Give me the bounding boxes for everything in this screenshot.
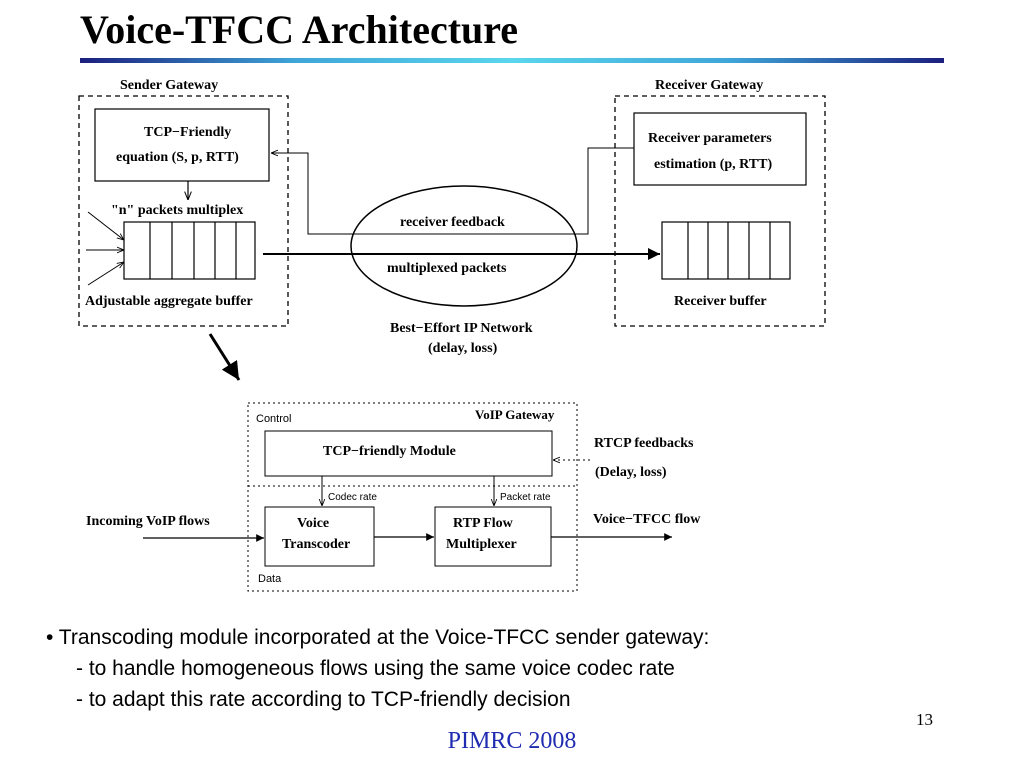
receiver-gateway-label: Receiver Gateway bbox=[655, 78, 763, 93]
bullet-sub-1: - to handle homogeneous flows using the … bbox=[76, 657, 675, 680]
receiver-gateway-box bbox=[614, 95, 826, 327]
footer-label: PIMRC 2008 bbox=[447, 728, 577, 754]
receiver-feedback-label: receiver feedback bbox=[400, 215, 505, 230]
multiplexed-packets-label: multiplexed packets bbox=[387, 261, 507, 276]
ip-network-ellipse bbox=[350, 185, 578, 307]
aggregate-buffer-label: Adjustable aggregate buffer bbox=[85, 294, 253, 309]
output-flow-label: Voice−TFCC flow bbox=[593, 512, 701, 527]
packets-multiplex-label: "n" packets multiplex bbox=[111, 203, 243, 218]
delay-loss-label: (delay, loss) bbox=[428, 341, 498, 356]
receiver-buffer bbox=[661, 221, 791, 280]
tcp-friendly-equation-box bbox=[94, 108, 270, 182]
voice-transcoder-label-1: Voice bbox=[297, 516, 329, 531]
sender-gateway-box bbox=[78, 95, 289, 327]
codec-rate-label: Codec rate bbox=[328, 492, 377, 503]
tcp-friendly-module-box bbox=[264, 430, 553, 477]
receiver-params-box bbox=[633, 112, 807, 186]
receiver-buffer-label: Receiver buffer bbox=[674, 294, 767, 309]
control-label: Control bbox=[256, 413, 291, 425]
incoming-flows-label: Incoming VoIP flows bbox=[86, 514, 210, 529]
title-underline bbox=[80, 58, 944, 63]
input-arrow-1 bbox=[87, 211, 124, 240]
input-arrow-3 bbox=[87, 262, 124, 286]
data-label: Data bbox=[258, 573, 282, 585]
tcp-friendly-label: TCP−Friendly bbox=[144, 125, 231, 140]
rtp-multiplexer-label-1: RTP Flow bbox=[453, 516, 514, 531]
network-label: Best−Effort IP Network bbox=[390, 321, 533, 336]
packet-rate-label: Packet rate bbox=[500, 492, 551, 503]
bullet-list: • Transcoding module incorporated at the… bbox=[46, 622, 709, 715]
equation-label: equation (S, p, RTT) bbox=[116, 150, 239, 165]
voice-transcoder-label-2: Transcoder bbox=[282, 537, 350, 552]
estimation-label: estimation (p, RTT) bbox=[654, 157, 772, 172]
voip-gateway-box bbox=[247, 402, 578, 592]
sender-gateway-label: Sender Gateway bbox=[120, 78, 218, 93]
bullet-main: • Transcoding module incorporated at the… bbox=[46, 626, 710, 649]
zoom-arrow bbox=[208, 333, 241, 381]
aggregate-buffer bbox=[123, 221, 256, 280]
rtcp-feedbacks-label: RTCP feedbacks bbox=[594, 436, 694, 451]
voip-gateway-label: VoIP Gateway bbox=[475, 407, 555, 422]
page-number: 13 bbox=[916, 710, 933, 729]
delay-loss-feedback-label: (Delay, loss) bbox=[595, 465, 667, 480]
receiver-params-label: Receiver parameters bbox=[648, 131, 772, 146]
bullet-sub-2: - to adapt this rate according to TCP-fr… bbox=[76, 688, 571, 711]
rtp-multiplexer-label-2: Multiplexer bbox=[446, 537, 517, 552]
slide-title: Voice-TFCC Architecture bbox=[80, 7, 519, 52]
tcp-friendly-module-label: TCP−friendly Module bbox=[323, 444, 456, 459]
receiver-feedback-path bbox=[271, 147, 634, 235]
